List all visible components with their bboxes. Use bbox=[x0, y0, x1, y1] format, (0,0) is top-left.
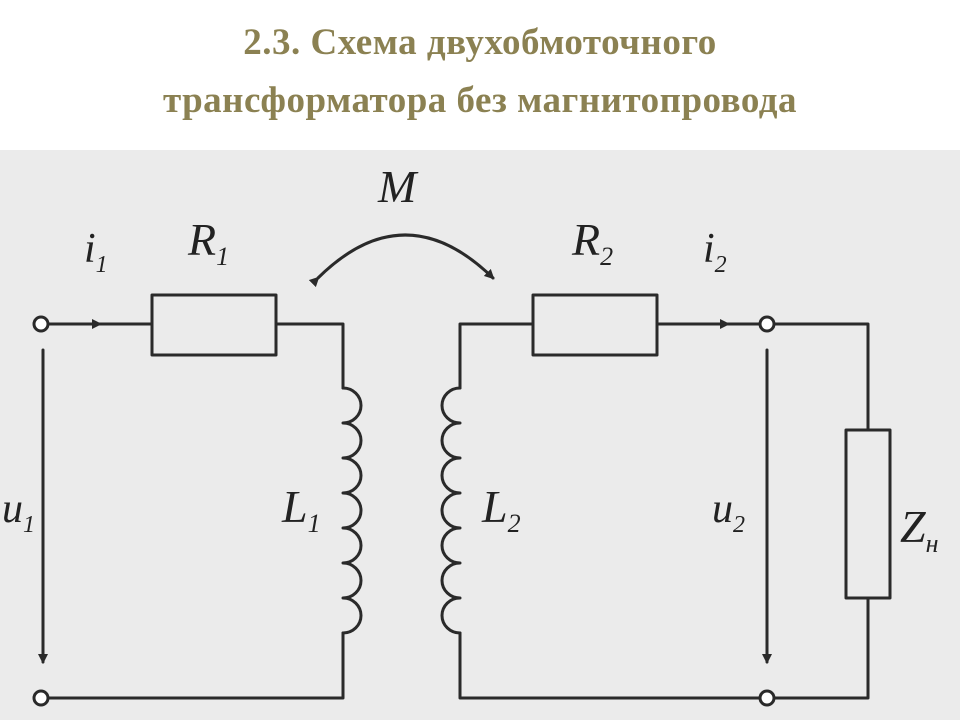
terminal-secondary-top bbox=[758, 315, 776, 333]
label-l2: L2 bbox=[481, 481, 521, 538]
wire-primary-top-right bbox=[274, 322, 345, 390]
label-m: M bbox=[377, 161, 419, 212]
resistor-r1 bbox=[150, 293, 278, 357]
wire-secondary-bottom-left bbox=[458, 631, 762, 700]
label-i2: i2 bbox=[703, 226, 727, 278]
label-i1: i1 bbox=[84, 226, 108, 278]
terminal-secondary-bottom bbox=[758, 689, 776, 707]
label-u1: u1 bbox=[2, 486, 35, 538]
slide-title: 2.3. Схема двухобмоточного трансформатор… bbox=[0, 14, 960, 130]
label-zn: Zн bbox=[900, 501, 939, 558]
inductor-l2 bbox=[440, 386, 462, 635]
title-line-1: 2.3. Схема двухобмоточного bbox=[243, 22, 717, 63]
terminal-primary-bottom bbox=[32, 689, 50, 707]
mutual-inductance-arc bbox=[308, 233, 495, 288]
title-line-2: трансформатора без магнитопровода bbox=[162, 80, 798, 121]
label-u2: u2 bbox=[712, 486, 745, 538]
wire-primary-bottom-right bbox=[46, 631, 345, 700]
resistor-r2 bbox=[531, 293, 659, 357]
label-l1: L1 bbox=[281, 481, 321, 538]
label-r2: R2 bbox=[571, 214, 613, 271]
wire-secondary-top-right bbox=[772, 322, 870, 432]
terminal-primary-top bbox=[32, 315, 50, 333]
inductor-l1 bbox=[341, 386, 363, 635]
wire-secondary-top-left bbox=[458, 322, 535, 390]
label-r1: R1 bbox=[187, 214, 229, 271]
wire-secondary-bottom-right bbox=[772, 596, 870, 700]
transformer-circuit-diagram: i1 R1 M R2 i2 u1 L1 L2 u2 Zн bbox=[0, 150, 960, 720]
circuit-svg: i1 R1 M R2 i2 u1 L1 L2 u2 Zн bbox=[2, 161, 939, 707]
load-impedance-zn bbox=[844, 428, 892, 600]
